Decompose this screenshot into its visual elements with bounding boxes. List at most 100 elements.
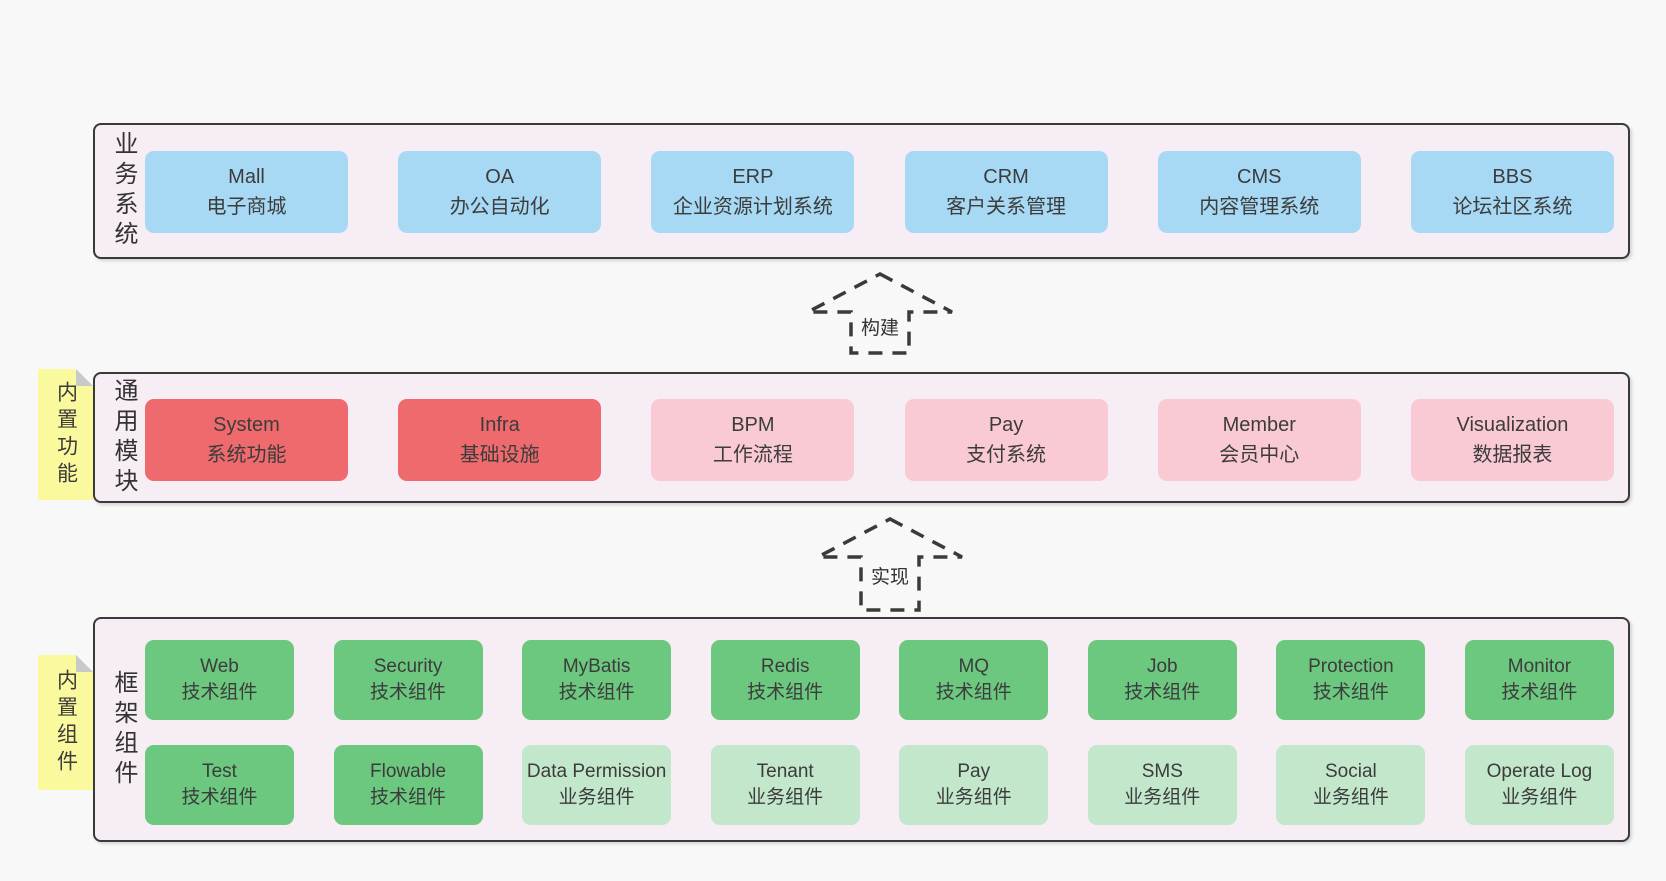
box-subtitle: 技术组件 bbox=[181, 682, 258, 703]
box-title: Protection bbox=[1308, 656, 1394, 677]
box-subtitle: 业务组件 bbox=[935, 787, 1012, 808]
box-title: SMS bbox=[1141, 761, 1183, 782]
layer-label: 业务系统 bbox=[110, 131, 137, 251]
box-title: BBS bbox=[1492, 166, 1533, 188]
box-flowable: Flowable 技术组件 bbox=[333, 745, 483, 825]
box-subtitle: 支付系统 bbox=[966, 444, 1047, 466]
box-title: ERP bbox=[732, 166, 774, 188]
box-social: Social 业务组件 bbox=[1276, 745, 1426, 825]
box-subtitle: 数据报表 bbox=[1472, 444, 1553, 466]
box-title: Job bbox=[1146, 656, 1178, 677]
box-subtitle: 企业资源计划系统 bbox=[672, 196, 833, 218]
box-subtitle: 技术组件 bbox=[181, 787, 258, 808]
box-title: MQ bbox=[958, 656, 990, 677]
box-title: System bbox=[213, 414, 280, 436]
box-title: Data Permission bbox=[526, 761, 667, 782]
box-title: Flowable bbox=[370, 761, 447, 782]
box-title: Monitor bbox=[1507, 656, 1572, 677]
box-member: Member 会员中心 bbox=[1157, 399, 1361, 481]
box-title: Redis bbox=[760, 656, 810, 677]
box-erp: ERP 企业资源计划系统 bbox=[651, 151, 855, 233]
box-subtitle: 技术组件 bbox=[1501, 682, 1578, 703]
box-pay-system: Pay 支付系统 bbox=[904, 399, 1108, 481]
box-mq: MQ 技术组件 bbox=[899, 640, 1049, 720]
box-monitor: Monitor 技术组件 bbox=[1464, 640, 1614, 720]
box-subtitle: 业务组件 bbox=[558, 787, 635, 808]
box-sms: SMS 业务组件 bbox=[1087, 745, 1237, 825]
box-title: CRM bbox=[983, 166, 1029, 188]
box-title: CMS bbox=[1237, 166, 1282, 188]
box-pay-component: Pay 业务组件 bbox=[899, 745, 1049, 825]
box-subtitle: 技术组件 bbox=[558, 682, 635, 703]
box-title: Infra bbox=[479, 414, 520, 436]
box-protection: Protection 技术组件 bbox=[1276, 640, 1426, 720]
box-subtitle: 会员中心 bbox=[1219, 444, 1300, 466]
box-title: Tenant bbox=[756, 761, 814, 782]
box-title: Operate Log bbox=[1486, 761, 1593, 782]
box-title: Visualization bbox=[1456, 414, 1569, 436]
box-system: System 系统功能 bbox=[145, 399, 348, 481]
box-job: Job 技术组件 bbox=[1087, 640, 1237, 720]
box-subtitle: 业务组件 bbox=[1124, 787, 1201, 808]
sticky-note-label: 内置功能 bbox=[54, 380, 78, 489]
box-mybatis: MyBatis 技术组件 bbox=[522, 640, 672, 720]
box-subtitle: 技术组件 bbox=[747, 682, 824, 703]
box-data-permission: Data Permission 业务组件 bbox=[522, 745, 672, 825]
components-row-2: Test 技术组件 Flowable 技术组件 Data Permission … bbox=[145, 745, 1614, 825]
box-redis: Redis 技术组件 bbox=[710, 640, 860, 720]
layer-business-systems: 业务系统 Mall 电子商城 OA 办公自动化 ERP 企业资源计划系统 CRM… bbox=[93, 123, 1630, 259]
box-subtitle: 技术组件 bbox=[935, 682, 1012, 703]
box-visualization: Visualization 数据报表 bbox=[1410, 399, 1614, 481]
box-subtitle: 工作流程 bbox=[712, 444, 793, 466]
box-title: Mall bbox=[228, 166, 265, 188]
layer-common-modules: 通用模块 System 系统功能 Infra 基础设施 BPM 工作流程 Pay… bbox=[93, 372, 1630, 503]
box-cms: CMS 内容管理系统 bbox=[1157, 151, 1361, 233]
up-arrow-implement: 实现 bbox=[815, 516, 965, 613]
sticky-note-built-in-components: 内置组件 bbox=[38, 655, 93, 790]
box-title: Security bbox=[373, 656, 443, 677]
box-mall: Mall 电子商城 bbox=[145, 151, 348, 233]
box-subtitle: 业务组件 bbox=[1501, 787, 1578, 808]
box-security: Security 技术组件 bbox=[333, 640, 483, 720]
box-title: BPM bbox=[731, 414, 775, 436]
arrow-label-implement: 实现 bbox=[866, 561, 914, 590]
arrow-label-build: 构建 bbox=[856, 312, 904, 341]
modules-boxes-row: System 系统功能 Infra 基础设施 BPM 工作流程 Pay 支付系统… bbox=[145, 399, 1614, 481]
box-subtitle: 技术组件 bbox=[370, 787, 447, 808]
box-title: OA bbox=[485, 166, 515, 188]
box-subtitle: 业务组件 bbox=[1312, 787, 1389, 808]
box-crm: CRM 客户关系管理 bbox=[904, 151, 1108, 233]
box-title: MyBatis bbox=[562, 656, 631, 677]
up-arrow-build: 构建 bbox=[805, 271, 955, 356]
box-subtitle: 业务组件 bbox=[747, 787, 824, 808]
box-subtitle: 客户关系管理 bbox=[946, 196, 1067, 218]
box-title: Social bbox=[1325, 761, 1377, 782]
dashed-up-arrow-icon bbox=[817, 517, 963, 612]
box-oa: OA 办公自动化 bbox=[398, 151, 602, 233]
components-row-1: Web 技术组件 Security 技术组件 MyBatis 技术组件 Redi… bbox=[145, 640, 1614, 720]
sticky-note-built-in-features: 内置功能 bbox=[38, 369, 93, 500]
box-web: Web 技术组件 bbox=[145, 640, 294, 720]
box-bpm: BPM 工作流程 bbox=[651, 399, 855, 481]
box-tenant: Tenant 业务组件 bbox=[710, 745, 860, 825]
box-subtitle: 论坛社区系统 bbox=[1452, 196, 1573, 218]
box-title: Member bbox=[1222, 414, 1296, 436]
dashed-up-arrow-icon bbox=[807, 272, 953, 355]
box-subtitle: 技术组件 bbox=[1312, 682, 1389, 703]
business-boxes-row: Mall 电子商城 OA 办公自动化 ERP 企业资源计划系统 CRM 客户关系… bbox=[145, 151, 1614, 233]
box-subtitle: 基础设施 bbox=[459, 444, 540, 466]
box-subtitle: 技术组件 bbox=[370, 682, 447, 703]
sticky-note-label: 内置组件 bbox=[54, 668, 78, 777]
box-title: Pay bbox=[988, 414, 1024, 436]
box-subtitle: 内容管理系统 bbox=[1199, 196, 1320, 218]
box-infra: Infra 基础设施 bbox=[398, 399, 602, 481]
box-title: Pay bbox=[957, 761, 991, 782]
box-subtitle: 电子商城 bbox=[206, 196, 287, 218]
layer-label: 通用模块 bbox=[110, 377, 137, 498]
box-test: Test 技术组件 bbox=[145, 745, 294, 825]
box-subtitle: 办公自动化 bbox=[449, 196, 550, 218]
box-subtitle: 系统功能 bbox=[206, 444, 287, 466]
box-title: Test bbox=[202, 761, 237, 782]
box-operate-log: Operate Log 业务组件 bbox=[1464, 745, 1614, 825]
